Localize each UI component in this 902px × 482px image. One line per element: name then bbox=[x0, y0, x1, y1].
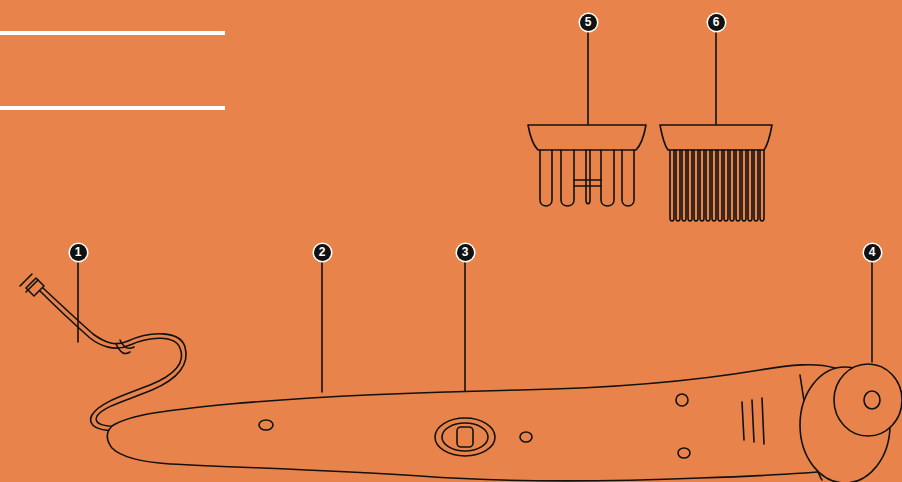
header-rules bbox=[0, 33, 225, 108]
grip-ribs bbox=[742, 398, 764, 444]
handle-body bbox=[108, 365, 841, 481]
brush-tooth bbox=[712, 150, 716, 221]
massage-head bbox=[800, 364, 902, 482]
power-switch bbox=[435, 418, 495, 456]
brush-tooth bbox=[682, 150, 686, 221]
brush-tooth bbox=[730, 150, 734, 221]
brush-tooth bbox=[724, 150, 728, 221]
brush-tooth bbox=[742, 150, 746, 221]
brush-tooth bbox=[736, 150, 740, 221]
brush-tooth bbox=[700, 150, 704, 221]
callout-number: 4 bbox=[864, 244, 881, 261]
brush-tooth bbox=[670, 150, 674, 221]
brush-tooth bbox=[718, 150, 722, 221]
power-cord bbox=[20, 274, 186, 430]
brush-tooth bbox=[688, 150, 692, 221]
attachment-brush bbox=[660, 125, 772, 221]
brush-tooth bbox=[748, 150, 752, 221]
callout-number: 5 bbox=[580, 14, 597, 31]
attachment-knob bbox=[528, 125, 646, 206]
brush-tooth bbox=[706, 150, 710, 221]
leader-lines bbox=[78, 31, 872, 414]
callout-number: 6 bbox=[708, 14, 725, 31]
callout-number: 2 bbox=[314, 244, 331, 261]
screw-holes bbox=[259, 394, 690, 458]
brush-tooth bbox=[676, 150, 680, 221]
callout-number: 1 bbox=[70, 244, 87, 261]
brush-tooth bbox=[754, 150, 758, 221]
callout-number: 3 bbox=[457, 244, 474, 261]
brush-tooth bbox=[760, 150, 764, 221]
brush-tooth bbox=[694, 150, 698, 221]
